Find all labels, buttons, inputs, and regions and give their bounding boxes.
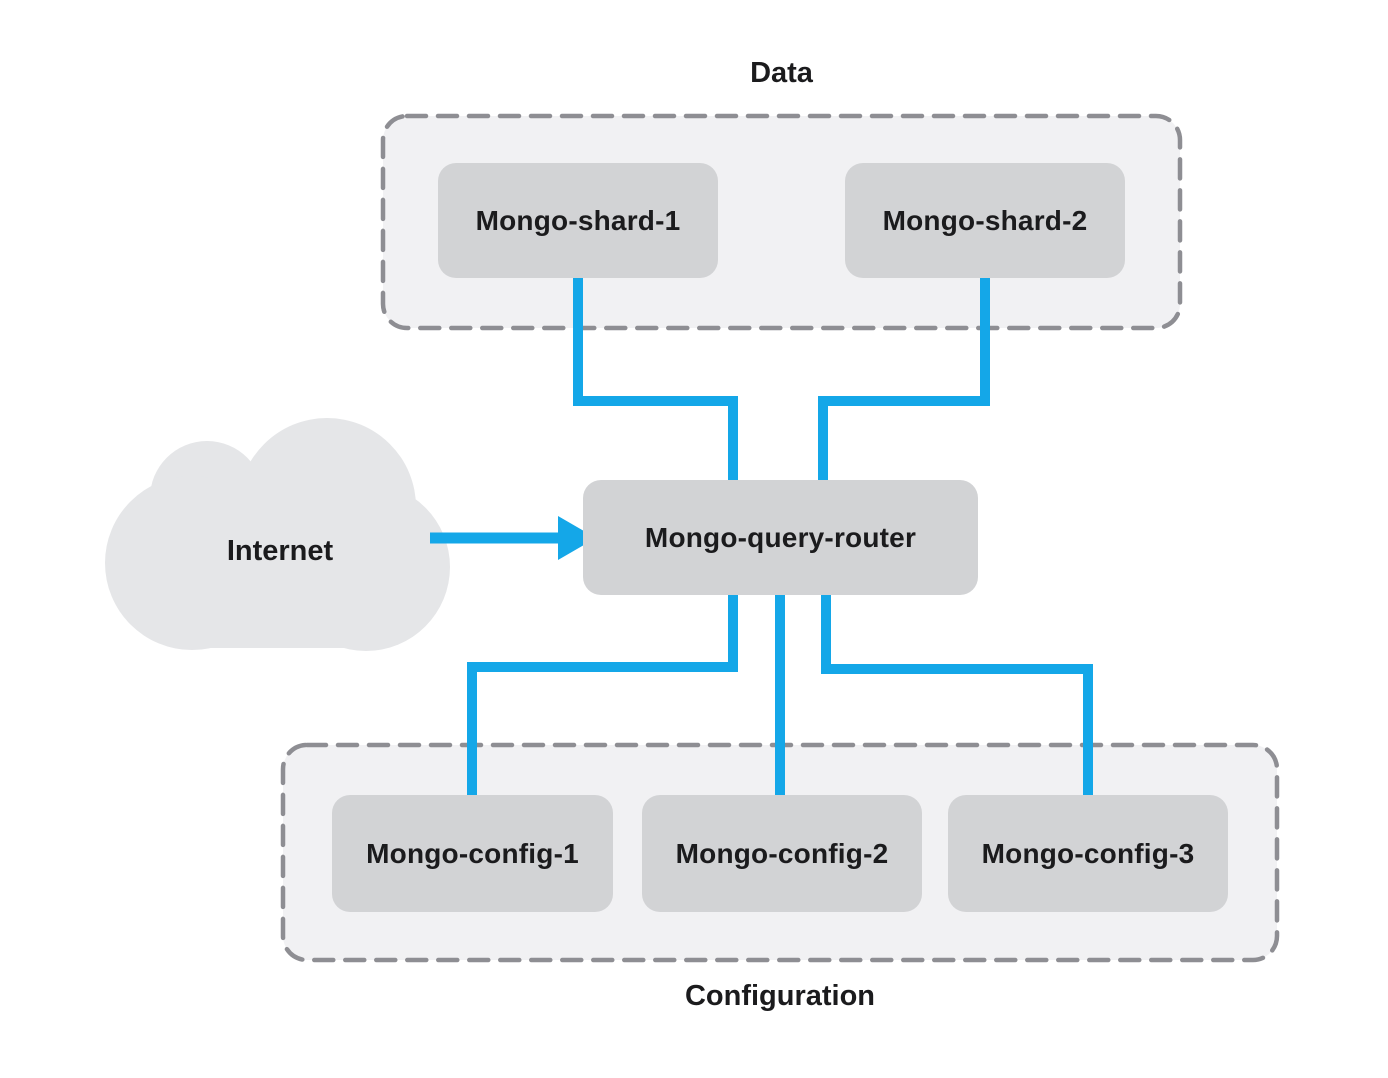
node-mongo-shard-2: Mongo-shard-2: [845, 163, 1125, 278]
connector-shard1-to-router: [573, 274, 738, 486]
data-group-label: Data: [750, 57, 813, 89]
internet-label: Internet: [226, 535, 334, 567]
node-mongo-config-1: Mongo-config-1: [332, 795, 613, 912]
configuration-group-label: Configuration: [684, 980, 876, 1012]
node-mongo-shard-1: Mongo-shard-1: [438, 163, 718, 278]
node-mongo-config-2: Mongo-config-2: [642, 795, 922, 912]
connector-shard2-to-router: [818, 274, 990, 486]
connector-router-to-config1: [467, 591, 738, 799]
connector-router-to-config3: [821, 591, 1093, 799]
internet-to-router-arrow-icon: [430, 516, 596, 560]
internet-cloud-icon: [105, 418, 450, 651]
node-mongo-query-router: Mongo-query-router: [583, 480, 978, 595]
node-mongo-config-3: Mongo-config-3: [948, 795, 1228, 912]
